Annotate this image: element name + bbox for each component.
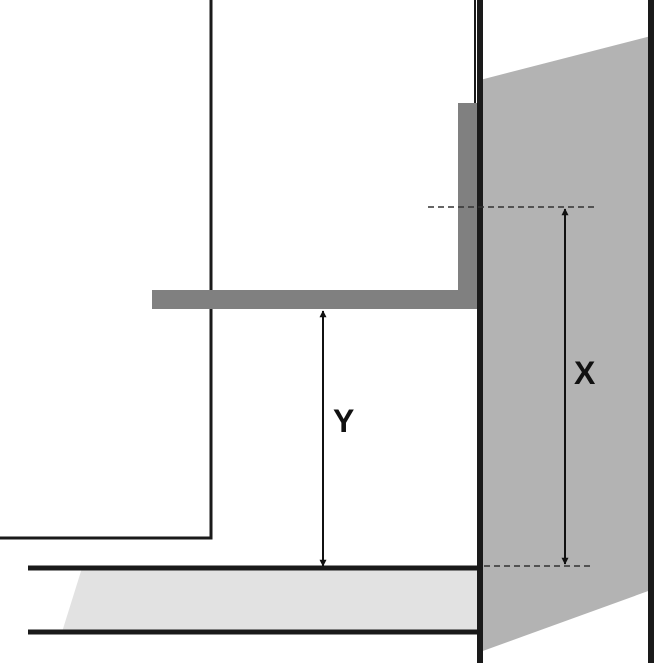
y-dimension-label: Y [333, 403, 354, 439]
bracket-vertical-leg [458, 103, 480, 309]
floor-band [62, 568, 480, 632]
cabinet-outline [0, 0, 213, 540]
bracket-horizontal-leg [152, 290, 480, 309]
x-dimension-label: X [574, 355, 596, 391]
